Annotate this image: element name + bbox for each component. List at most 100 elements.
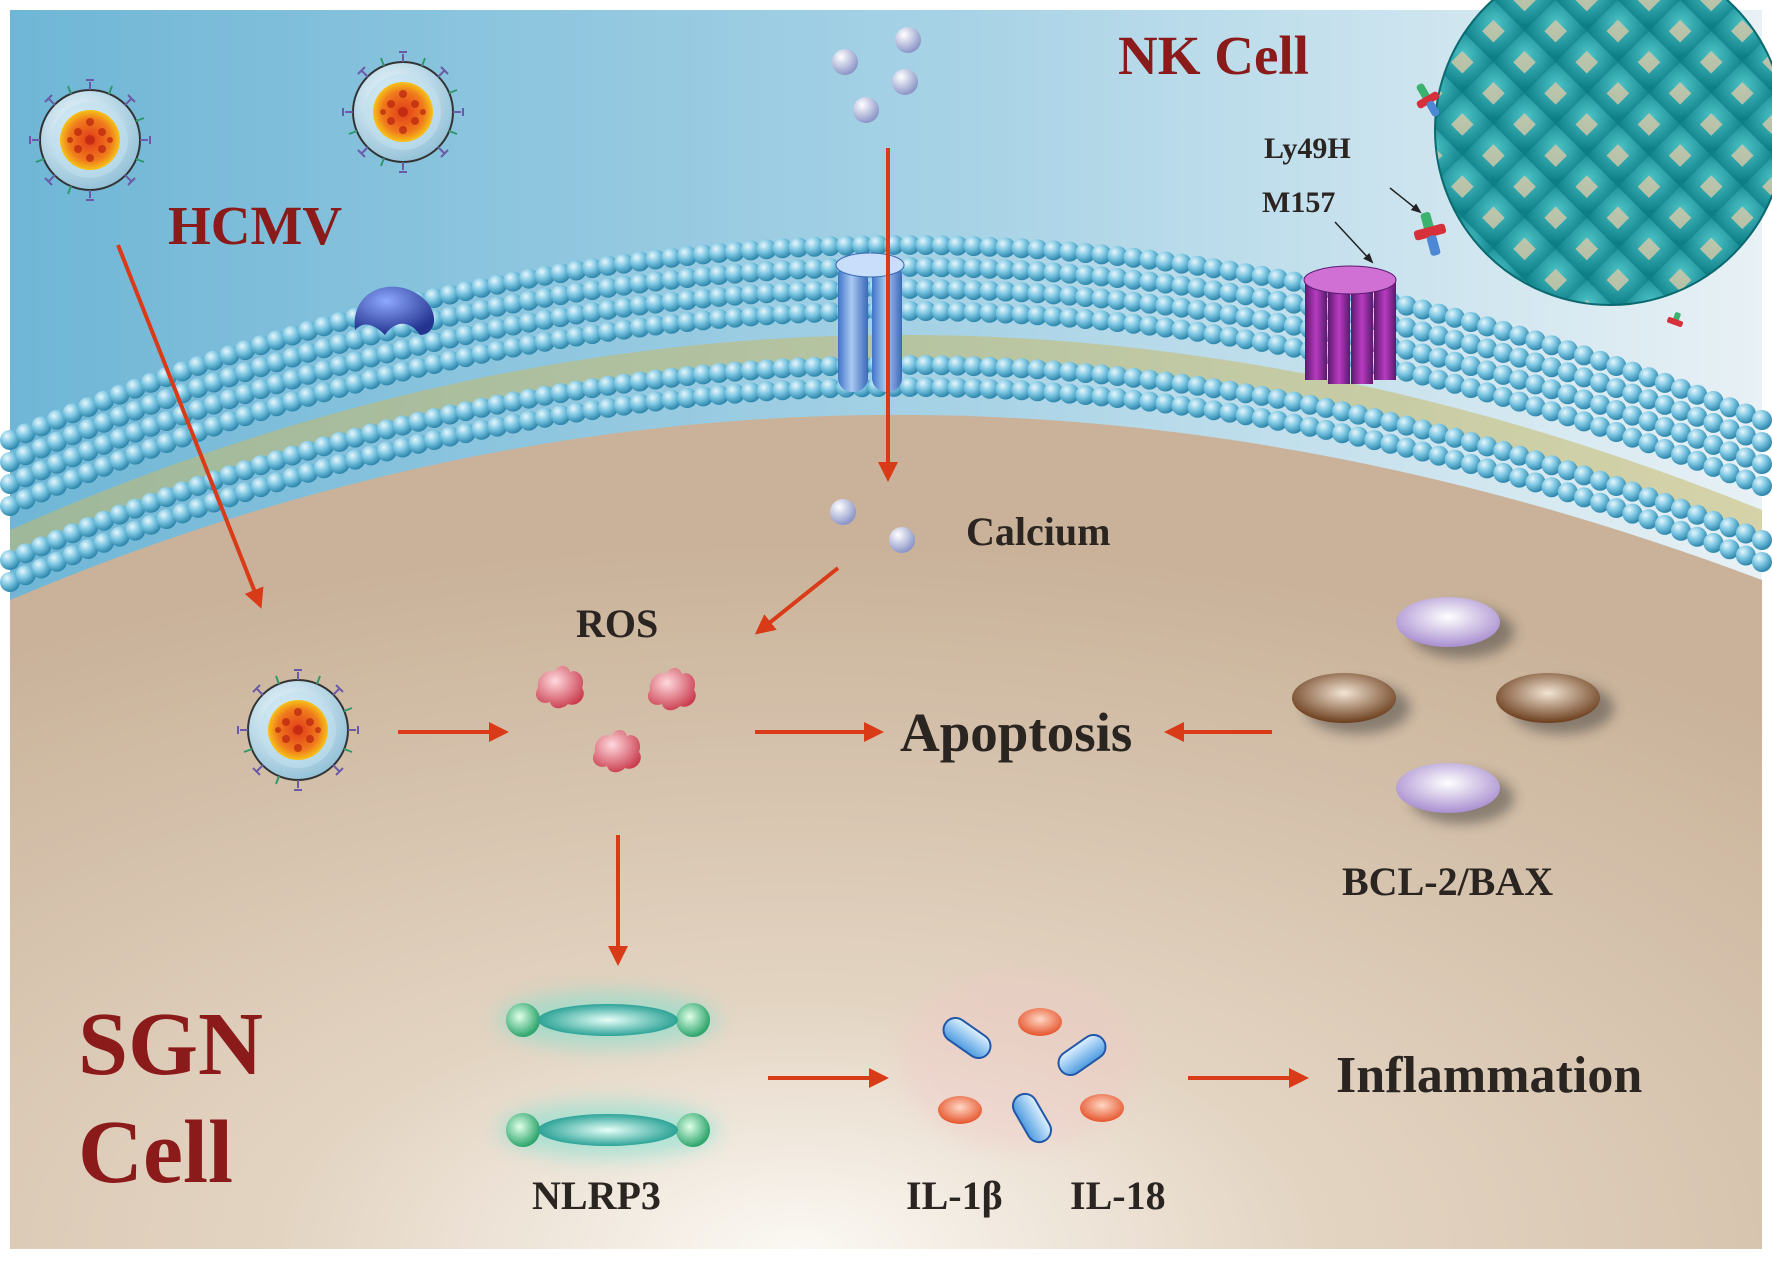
lipid-head	[1139, 293, 1160, 314]
lipid-head	[995, 303, 1016, 324]
lipid-head	[534, 385, 555, 406]
m157-receptor	[1303, 265, 1397, 384]
lipid-head	[1735, 447, 1756, 468]
lipid-head	[140, 438, 161, 459]
lipid-head	[93, 456, 114, 477]
lipid-head	[899, 354, 920, 375]
lipid-head	[487, 274, 508, 295]
lipid-head	[1606, 356, 1627, 376]
lipid-head	[78, 441, 99, 461]
lipid-head	[1622, 481, 1643, 502]
lipid-head	[424, 354, 445, 374]
lipid-head	[1477, 436, 1498, 457]
nlrp3-label: NLRP3	[532, 1173, 661, 1218]
lipid-head	[693, 266, 714, 287]
nk-cell-label: NK Cell	[1118, 25, 1309, 86]
lipid-head	[613, 253, 634, 274]
lipid-head	[1752, 530, 1772, 550]
lipid-head	[740, 360, 761, 381]
lipid-head	[1719, 539, 1740, 560]
lipid-head	[1348, 404, 1369, 425]
lipid-head	[899, 300, 920, 321]
lipid-head	[1606, 378, 1627, 398]
lipid-head	[1703, 412, 1724, 433]
lipid-head	[582, 324, 603, 345]
lipid-head	[1638, 487, 1659, 508]
lipid-head	[93, 532, 114, 553]
lipid-head	[250, 335, 271, 356]
lipid-head	[1187, 397, 1208, 418]
lipid-head	[282, 325, 303, 346]
lipid-head	[1444, 307, 1465, 328]
lipid-head	[1059, 263, 1080, 284]
lipid-head	[109, 428, 130, 449]
lipid-head	[1509, 445, 1530, 466]
lipid-head	[376, 365, 397, 386]
lipid-head	[598, 299, 618, 320]
lipid-head	[487, 296, 508, 317]
lipid-head	[1171, 253, 1192, 274]
lipid-head	[613, 395, 634, 416]
lipid-head	[1123, 389, 1144, 410]
lipid-head	[613, 297, 634, 318]
lipid-head	[266, 472, 287, 493]
lipid-head	[915, 355, 936, 375]
lipid-head	[313, 436, 334, 457]
lipid-head	[1460, 378, 1481, 398]
lipid-head	[740, 262, 761, 283]
lipid-head	[1091, 386, 1112, 407]
lipid-head	[109, 526, 130, 547]
lipid-head	[613, 319, 634, 340]
lipid-head	[820, 280, 841, 301]
lipid-head	[693, 244, 714, 265]
sgn-label: SGN	[78, 995, 264, 1094]
lipid-head	[1300, 416, 1320, 437]
lipid-head	[439, 328, 460, 349]
lipid-head	[677, 246, 698, 266]
lipid-head	[1719, 419, 1740, 440]
lipid-head	[313, 382, 334, 403]
lipid-head	[1493, 440, 1514, 461]
lipid-head	[1573, 487, 1594, 508]
lipid-head	[979, 302, 1000, 323]
lipid-head	[550, 263, 571, 284]
lipid-head	[1412, 343, 1433, 364]
lipid-head	[1622, 503, 1643, 524]
lipid-head	[1283, 293, 1304, 314]
lipid-head	[1412, 441, 1433, 462]
lipid-head	[1719, 463, 1740, 484]
lipid-head	[1687, 450, 1708, 471]
lipid-head	[471, 299, 492, 320]
lipid-head	[1509, 325, 1530, 346]
lipid-head	[1638, 389, 1659, 410]
lipid-head	[645, 391, 666, 412]
lipid-head	[455, 401, 476, 422]
calcium-ions-intracellular	[830, 499, 915, 553]
lipid-head	[156, 389, 177, 409]
lipid-head	[661, 291, 682, 312]
lipid-head	[772, 260, 793, 281]
lipid-head	[1091, 266, 1112, 287]
hcmv-virion-internalized	[237, 669, 359, 791]
lipid-head	[1043, 240, 1064, 261]
lipid-head	[392, 361, 413, 382]
lipid-head	[804, 378, 825, 399]
ros-particles	[535, 666, 696, 773]
lipid-head	[140, 492, 161, 513]
lipid-head	[1444, 351, 1465, 372]
lipid-head	[455, 303, 476, 324]
lipid-head	[0, 572, 20, 592]
lipid-head	[329, 377, 350, 398]
lipid-head	[1155, 295, 1176, 316]
lipid-head	[408, 335, 429, 356]
lipid-head	[582, 258, 603, 279]
lipid-head	[566, 260, 587, 281]
lipid-head	[1638, 509, 1659, 530]
lipid-head	[1059, 285, 1080, 306]
lipid-head	[1541, 401, 1562, 422]
lipid-head	[1011, 238, 1032, 259]
il18-label: IL-18	[1070, 1173, 1166, 1218]
cell-label: Cell	[78, 1103, 233, 1202]
lipid-head	[1428, 325, 1449, 346]
lipid-head	[392, 437, 413, 458]
